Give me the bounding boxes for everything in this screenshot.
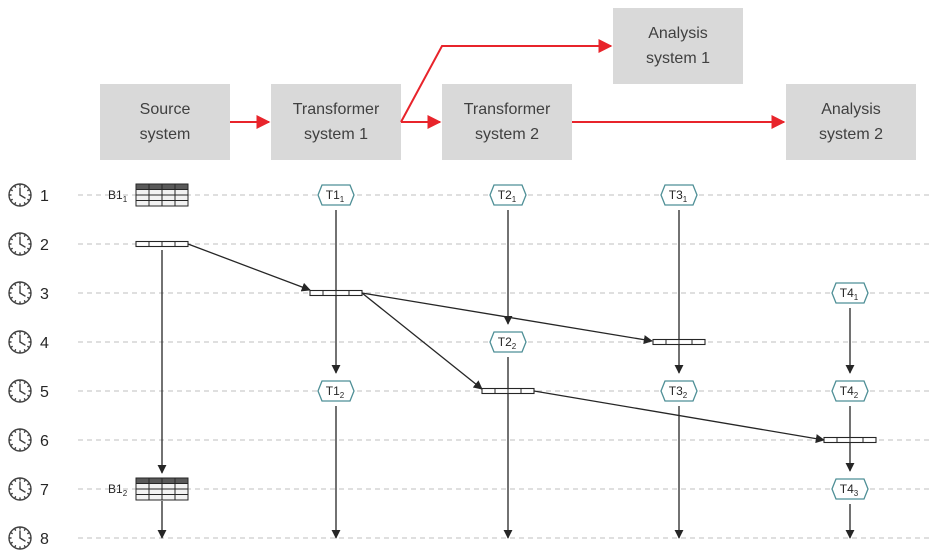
time-step-label: 5 — [40, 384, 49, 401]
clock-icon — [8, 183, 32, 207]
tag-label: T32 — [669, 384, 688, 400]
system-box-source: Source system — [100, 84, 230, 160]
clock-icon — [8, 232, 32, 256]
time-axis: 1 2 3 4 5 6 7 8 — [8, 183, 49, 550]
tag-label: T12 — [326, 384, 345, 400]
time-step-label: 3 — [40, 286, 49, 303]
system-box-transformer-1: Transformer system 1 — [271, 84, 401, 160]
arrow-transformer-1-to-analysis-1 — [400, 39, 613, 123]
transformation-tag: T42 — [831, 380, 869, 402]
analysis-2-label-line2: system 2 — [819, 126, 883, 143]
clock-icon — [8, 379, 32, 403]
time-step-label: 4 — [40, 335, 49, 352]
time-step-label: 7 — [40, 482, 49, 499]
data-flow-arrow — [187, 243, 311, 292]
data-flow-arrows — [187, 243, 825, 444]
data-transfer-bars — [135, 240, 877, 444]
batch-table-icon — [135, 477, 189, 501]
tag-label: T42 — [840, 384, 859, 400]
transformer-2-label-line1: Transformer — [464, 101, 551, 118]
transfer-bar — [309, 289, 363, 297]
data-flow-arrow — [533, 390, 825, 444]
clock-icon — [8, 477, 32, 501]
transfer-bar — [135, 240, 189, 248]
source-system-label-line2: system — [140, 126, 191, 143]
clock-icon — [8, 281, 32, 305]
transformer-2-label-line2: system 2 — [475, 126, 539, 143]
transformer-1-label-line1: Transformer — [293, 101, 380, 118]
clock-icon — [8, 428, 32, 452]
transformation-tag: T43 — [831, 478, 869, 500]
time-step-label: 8 — [40, 531, 49, 548]
data-flow-arrow — [361, 292, 653, 345]
time-step-label: 6 — [40, 433, 49, 450]
tag-label: T31 — [669, 188, 688, 204]
data-flow-arrow — [361, 292, 483, 390]
clock-icon — [8, 330, 32, 354]
transfer-bar — [823, 436, 877, 444]
system-box-analysis-1: Analysis system 1 — [613, 8, 743, 84]
batch-table-icon — [135, 183, 189, 207]
tag-label: T22 — [498, 335, 517, 351]
tag-label: T41 — [840, 286, 859, 302]
transformation-tag: T41 — [831, 282, 869, 304]
transformer-1-label-line2: system 1 — [304, 126, 368, 143]
time-step-label: 1 — [40, 188, 49, 205]
transfer-bar — [481, 387, 535, 395]
transformation-tag: T31 — [660, 184, 698, 206]
transformation-tag: T12 — [317, 380, 355, 402]
tag-label: T21 — [498, 188, 517, 204]
transformation-tag: T22 — [489, 331, 527, 353]
batch-label: B11 — [108, 188, 128, 204]
clock-icon — [8, 526, 32, 550]
tag-label: T11 — [326, 188, 345, 204]
analysis-1-label-line1: Analysis — [648, 25, 708, 42]
transformation-tag: T11 — [317, 184, 355, 206]
transformation-tag: T32 — [660, 380, 698, 402]
system-box-transformer-2: Transformer system 2 — [442, 84, 572, 160]
batch-label: B12 — [108, 482, 128, 498]
time-gridlines — [78, 194, 930, 539]
transformation-tag: T21 — [489, 184, 527, 206]
source-system-label-line1: Source — [140, 101, 191, 118]
analysis-2-label-line1: Analysis — [821, 101, 881, 118]
time-step-label: 2 — [40, 237, 49, 254]
system-box-analysis-2: Analysis system 2 — [786, 84, 916, 160]
analysis-1-label-line2: system 1 — [646, 50, 710, 67]
transfer-bar — [652, 338, 706, 346]
tag-label: T43 — [840, 482, 859, 498]
